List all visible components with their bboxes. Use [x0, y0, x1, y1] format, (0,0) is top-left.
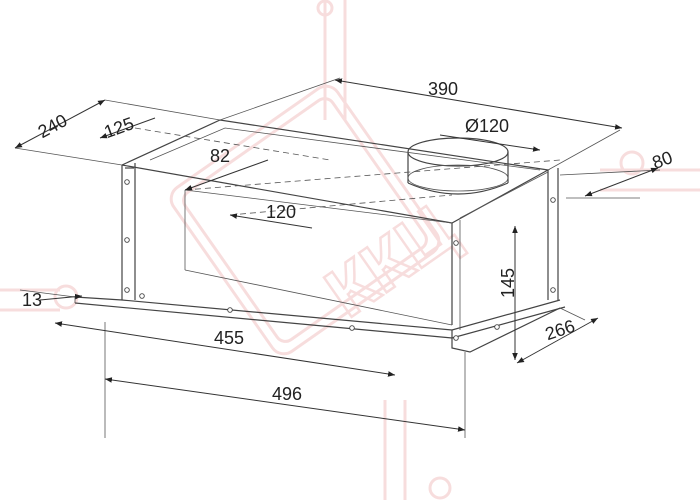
dim-label-duct-diameter: Ø120: [465, 116, 509, 136]
dim-line-240: [14, 99, 106, 149]
screw: [139, 293, 145, 299]
screw: [227, 307, 233, 313]
screw: [550, 197, 556, 203]
dim-label-82: 82: [210, 146, 230, 166]
dim-line-266: [516, 317, 599, 364]
dimension-lines: [14, 78, 659, 432]
dim-line-82: [184, 159, 269, 191]
dim-line-455: [54, 321, 396, 377]
hood-body: [74, 119, 566, 353]
screw: [124, 179, 130, 185]
dim-line-390: [334, 78, 623, 130]
dim-line-120: [229, 213, 313, 229]
dim-line-80: [584, 167, 659, 197]
dim-label-266: 266: [543, 316, 578, 344]
dim-label-13: 13: [22, 290, 42, 310]
dim-label-390: 390: [428, 79, 458, 99]
dim-label-240: 240: [35, 110, 71, 142]
dim-line-125: [99, 117, 156, 139]
extension-lines: [14, 77, 661, 438]
dim-label-455: 455: [214, 328, 244, 348]
screw: [124, 287, 130, 293]
screw: [550, 287, 556, 293]
dim-label-145: 145: [498, 268, 518, 298]
screw: [453, 240, 459, 246]
dim-label-125: 125: [101, 113, 136, 142]
dim-label-496: 496: [272, 384, 302, 404]
dim-label-120: 120: [266, 202, 296, 222]
dim-line-120-duct: [439, 134, 541, 152]
screw: [124, 237, 130, 243]
dim-line-496: [104, 377, 466, 432]
screw: [453, 335, 459, 341]
screw: [494, 324, 500, 330]
screw: [349, 325, 355, 331]
dim-line-13: [39, 293, 83, 301]
